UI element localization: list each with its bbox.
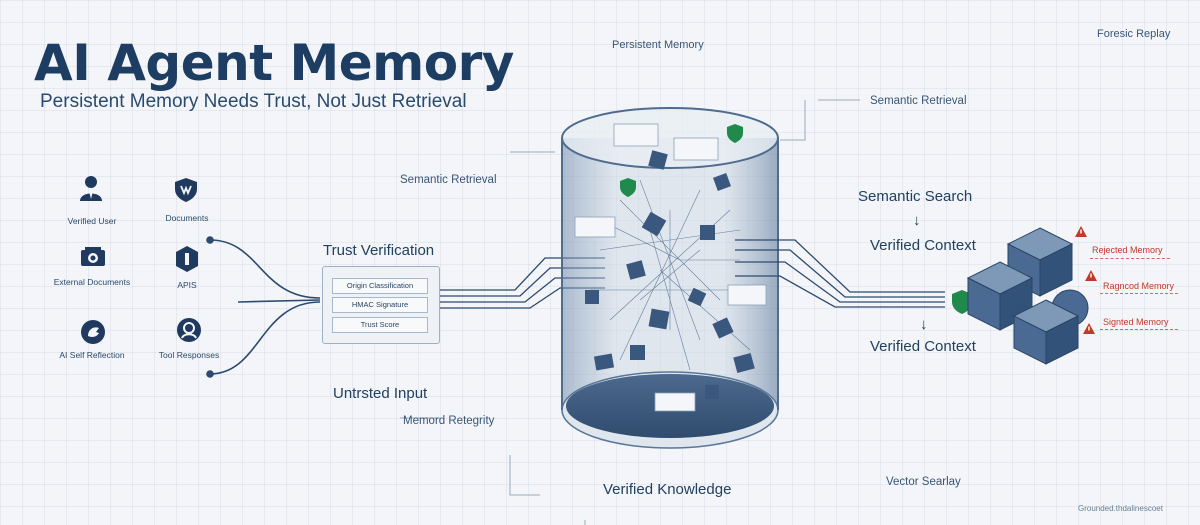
- memory-cube-cluster: [966, 227, 1089, 365]
- trust-row-score: Trust Score: [332, 317, 428, 333]
- untrusted-input-label: Untrsted Input: [333, 385, 428, 402]
- output-underline: [1090, 258, 1170, 259]
- tool-icon: [174, 315, 204, 345]
- trust-verification-panel: Origin Classification HMAC Signature Tru…: [322, 266, 440, 344]
- trust-row-origin: Origin Classification: [332, 278, 428, 294]
- output-label: Rejected Memory: [1092, 245, 1163, 255]
- source-label: External Documents: [53, 277, 131, 287]
- warning-icon: [1075, 224, 1087, 242]
- source-label: Tool Responses: [158, 350, 220, 360]
- source-label: AI Self Reflection: [59, 350, 125, 360]
- verified-context-top-label: Verified Context: [870, 237, 976, 254]
- source-connectors: [206, 236, 321, 378]
- trust-row-hmac: HMAC Signature: [332, 297, 428, 313]
- footer-credit: Grounded.thdalinescoet: [1078, 504, 1163, 513]
- page-subtitle: Persistent Memory Needs Trust, Not Just …: [40, 91, 467, 112]
- verified-shield-icon: [952, 290, 972, 314]
- semantic-retrieval-right-label: Semantic Retrieval: [870, 95, 967, 107]
- source-label: Documents: [165, 213, 209, 223]
- user-icon: [76, 173, 106, 203]
- page-title: AI Agent Memory: [34, 34, 514, 92]
- memory-cylinder: [561, 107, 779, 449]
- forensic-replay-label: Foresic Replay: [1097, 28, 1171, 40]
- vector-search-label: Vector Searlay: [886, 476, 961, 488]
- verified-context-bottom-label: Verified Context: [870, 338, 976, 355]
- verified-knowledge-label: Verified Knowledge: [603, 481, 732, 498]
- warning-icon: [1085, 268, 1097, 286]
- persistent-memory-label: Persistent Memory: [612, 39, 704, 51]
- reflection-icon: [78, 317, 108, 347]
- trust-verification-heading: Trust Verification: [323, 242, 435, 259]
- output-underline: [1100, 329, 1178, 330]
- api-icon: [172, 244, 202, 274]
- output-label: Ragncod Memory: [1103, 281, 1175, 291]
- semantic-retrieval-left-label: Semantic Retrieval: [400, 174, 497, 186]
- source-label: APIS: [177, 280, 197, 290]
- memory-integrity-label: Memord Retegrity: [403, 415, 495, 427]
- arrow-down-bottom: ↓: [920, 316, 928, 333]
- document-scanner-icon: [78, 242, 108, 272]
- shield-document-icon: [171, 175, 201, 205]
- semantic-search-label: Semantic Search: [858, 188, 973, 205]
- output-label: Signted Memory: [1103, 317, 1169, 327]
- source-label: Verified User: [67, 216, 117, 226]
- output-underline: [1100, 293, 1178, 294]
- memory-to-context-connectors: [735, 239, 945, 308]
- arrow-down-top: ↓: [913, 212, 921, 229]
- warning-icon: [1083, 321, 1095, 339]
